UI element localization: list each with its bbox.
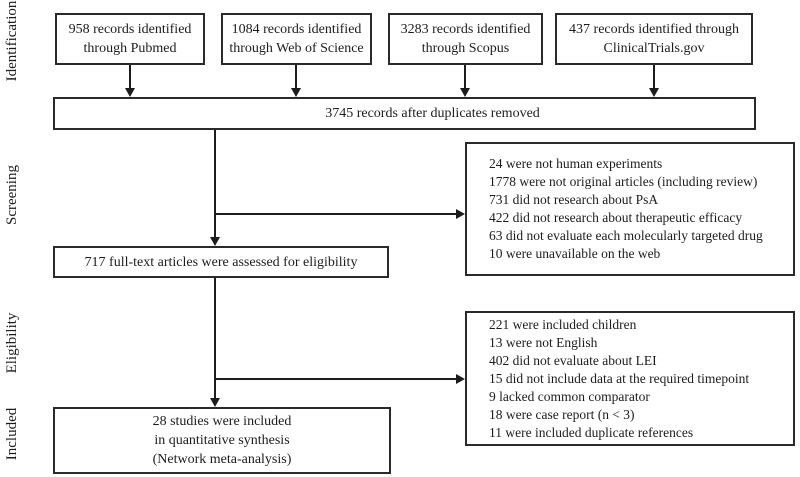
connector-branch-eligibility-exclusions [215, 378, 456, 380]
stage-label-included: Included [4, 407, 20, 461]
exclusion-reason: 9 lacked common comparator [489, 388, 650, 404]
exclusion-reason: 13 were not English [489, 334, 598, 350]
arrow-right-icon [456, 209, 465, 219]
exclusion-reason: 221 were included children [489, 316, 637, 332]
stage-label-screening: Screening [4, 165, 20, 225]
fulltext-assessed-box: 717 full-text articles were assessed for… [53, 246, 389, 278]
included-studies-box: 28 studies were included in quantitative… [53, 407, 391, 474]
deduplicated-records-box: 3745 records after duplicates removed [53, 97, 756, 130]
arrow-right-icon [456, 374, 465, 384]
exclusion-reason: 422 did not research about therapeutic e… [489, 210, 743, 225]
exclusion-reason: 18 were case report (n < 3) [489, 406, 635, 422]
exclusion-reason: 24 were not human experiments [489, 156, 663, 171]
arrow-down-icon [210, 398, 220, 407]
arrow-down-icon [291, 88, 301, 97]
source-box-scopus: 3283 records identified through Scopus [388, 13, 543, 65]
stage-label-identification: Identification [4, 0, 20, 82]
arrow-down-icon [649, 88, 659, 97]
connector-pubmed-to-dedup [129, 65, 131, 89]
exclusion-reason: 10 were unavailable on the web [489, 246, 661, 261]
source-box-web-of-science: 1084 records identified through Web of S… [221, 13, 372, 65]
eligibility-excluded-box: 221 were included children 13 were not E… [465, 311, 795, 446]
exclusion-reason: 63 did not evaluate each molecularly tar… [489, 228, 763, 243]
exclusion-reason: 402 did not evaluate about LEI [489, 352, 657, 368]
connector-dedup-to-fulltext [214, 130, 216, 238]
arrow-down-icon [210, 237, 220, 246]
exclusion-reason: 11 were included duplicate references [489, 424, 694, 440]
arrow-down-icon [460, 88, 470, 97]
exclusion-reason: 15 did not include data at the required … [489, 370, 750, 386]
exclusion-reason: 1778 were not original articles (includi… [489, 174, 758, 189]
source-box-clinicaltrials: 437 records identified through ClinicalT… [555, 13, 753, 65]
connector-fulltext-to-included [214, 278, 216, 398]
exclusion-reason: 731 did not research about PsA [489, 192, 659, 207]
connector-branch-screening-exclusions [215, 213, 456, 215]
source-box-pubmed: 958 records identified through Pubmed [55, 13, 205, 65]
connector-wos-to-dedup [295, 65, 297, 89]
connector-scopus-to-dedup [464, 65, 466, 89]
arrow-down-icon [125, 88, 135, 97]
screening-excluded-box: 24 were not human experiments 1778 were … [465, 142, 795, 276]
connector-clinicaltrials-to-dedup [653, 65, 655, 89]
